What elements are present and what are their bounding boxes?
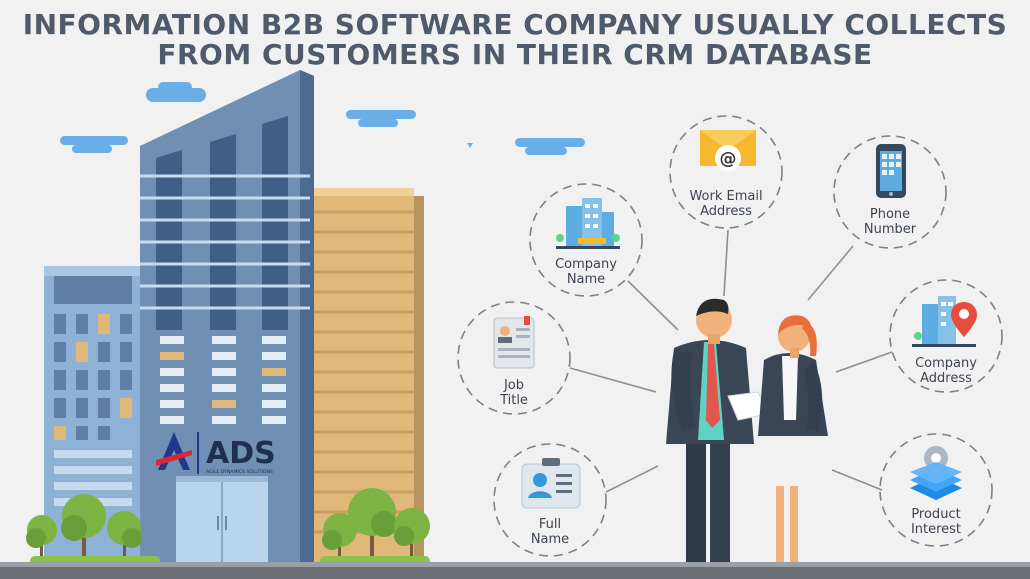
node-work-email: Work Email Address: [676, 189, 776, 219]
layers-gear-icon: [910, 446, 962, 500]
node-full-name-line2: Name: [530, 532, 570, 547]
title-line-2: FROM CUSTOMERS IN THEIR CRM DATABASE: [157, 38, 873, 71]
node-circle-full-name: [493, 443, 607, 557]
connector-lines: [569, 229, 893, 493]
node-product-interest: Product Interest: [886, 507, 986, 537]
connector-work-email: [723, 229, 729, 297]
connector-product-interest: [831, 469, 883, 491]
ground-curb: [0, 562, 1030, 567]
node-company-name: Company Name: [536, 257, 636, 287]
node-circle-job-title: [457, 301, 571, 415]
title-line-1: INFORMATION B2B SOFTWARE COMPANY USUALLY…: [22, 8, 1008, 41]
ads-logo: ADS AGILE DYNAMICS SOLUTIONS: [156, 432, 276, 475]
businessman-figure: [666, 298, 754, 570]
main-tower: [140, 70, 314, 566]
node-company-address-line2: Address: [920, 371, 972, 386]
node-full-name: Full Name: [500, 517, 600, 547]
node-product-interest-line2: Interest: [910, 522, 962, 537]
connector-job-title: [569, 367, 657, 393]
tree: [26, 515, 57, 566]
building-location-pin-icon: [912, 296, 977, 347]
envelope-at-icon: @: [700, 130, 756, 171]
tree: [107, 511, 142, 566]
cloud: [346, 110, 416, 119]
businesswoman-figure: [758, 315, 828, 569]
ground-road: [0, 567, 1030, 579]
connector-company-address: [835, 351, 893, 373]
node-job-title-line1: Job: [503, 378, 525, 393]
logo-wordmark: ADS: [206, 436, 276, 471]
connector-phone: [807, 245, 854, 301]
node-company-name-line1: Company: [555, 257, 617, 272]
diagram-title: INFORMATION B2B SOFTWARE COMPANY USUALLY…: [0, 10, 1030, 70]
tree: [61, 494, 106, 566]
clouds: [60, 82, 585, 155]
cloud: [60, 136, 128, 145]
id-badge-icon: [521, 458, 581, 509]
node-company-name-line2: Name: [566, 272, 606, 287]
node-work-email-line1: Work Email: [689, 189, 763, 204]
node-job-title-line2: Title: [500, 393, 528, 408]
node-job-title: Job Title: [464, 378, 564, 408]
node-circles: [457, 115, 1003, 557]
node-circle-company-name: [529, 183, 643, 297]
node-phone-line2: Number: [863, 222, 917, 237]
logo-tagline: AGILE DYNAMICS SOLUTIONS: [206, 469, 273, 475]
connector-company-name: [627, 280, 679, 331]
node-phone-line1: Phone: [869, 207, 911, 222]
node-circle-work-email: [669, 115, 783, 229]
node-work-email-line2: Address: [700, 204, 752, 219]
svg-text:@: @: [720, 149, 737, 169]
node-company-address: Company Address: [896, 356, 996, 386]
left-building: [44, 266, 142, 566]
node-circle-product-interest: [879, 433, 993, 547]
resume-document-icon: [493, 316, 535, 369]
connector-full-name: [605, 465, 659, 493]
office-building-icon: [556, 198, 620, 249]
node-company-address-line1: Company: [915, 356, 977, 371]
node-full-name-line1: Full: [538, 517, 562, 532]
node-phone: Phone Number: [840, 207, 940, 237]
tree: [348, 488, 397, 566]
cloud: [515, 138, 585, 147]
tree: [322, 513, 357, 566]
node-circle-phone: [833, 135, 947, 249]
tree: [394, 508, 430, 566]
node-circle-company-address: [889, 279, 1003, 393]
smartphone-icon: [876, 144, 906, 198]
node-product-interest-line1: Product: [911, 507, 961, 522]
